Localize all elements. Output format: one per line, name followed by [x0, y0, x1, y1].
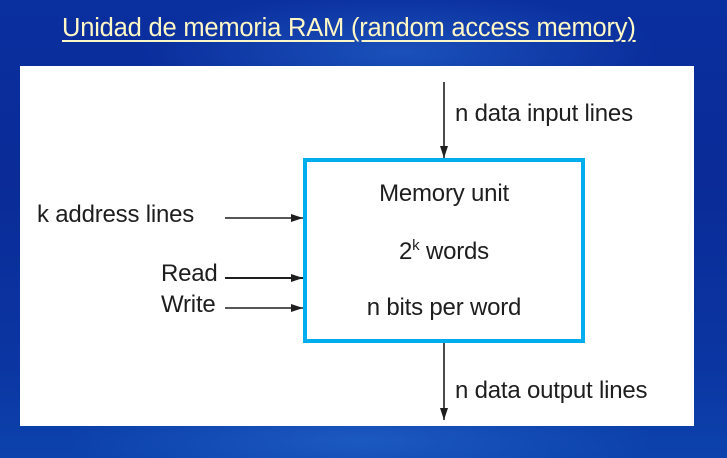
data-output-label: n data output lines	[455, 377, 648, 404]
memory-unit-words: 2k words	[307, 237, 581, 265]
write-label: Write	[161, 291, 216, 318]
diagram-panel: k address lines Read Write n data input …	[20, 66, 694, 426]
memory-unit-name: Memory unit	[379, 180, 509, 207]
words-exponent: k	[412, 237, 420, 254]
memory-unit-box: Memory unit 2k words n bits per word	[303, 158, 585, 343]
read-label: Read	[161, 260, 218, 287]
diagram-arrows	[225, 82, 448, 420]
data-input-label: n data input lines	[455, 100, 633, 127]
address-lines-label: k address lines	[37, 201, 195, 228]
memory-unit-word-size: n bits per word	[366, 294, 522, 321]
words-suffix: words	[419, 238, 489, 265]
words-base: 2	[399, 238, 413, 265]
slide-title: Unidad de memoria RAM (random access mem…	[62, 14, 636, 42]
